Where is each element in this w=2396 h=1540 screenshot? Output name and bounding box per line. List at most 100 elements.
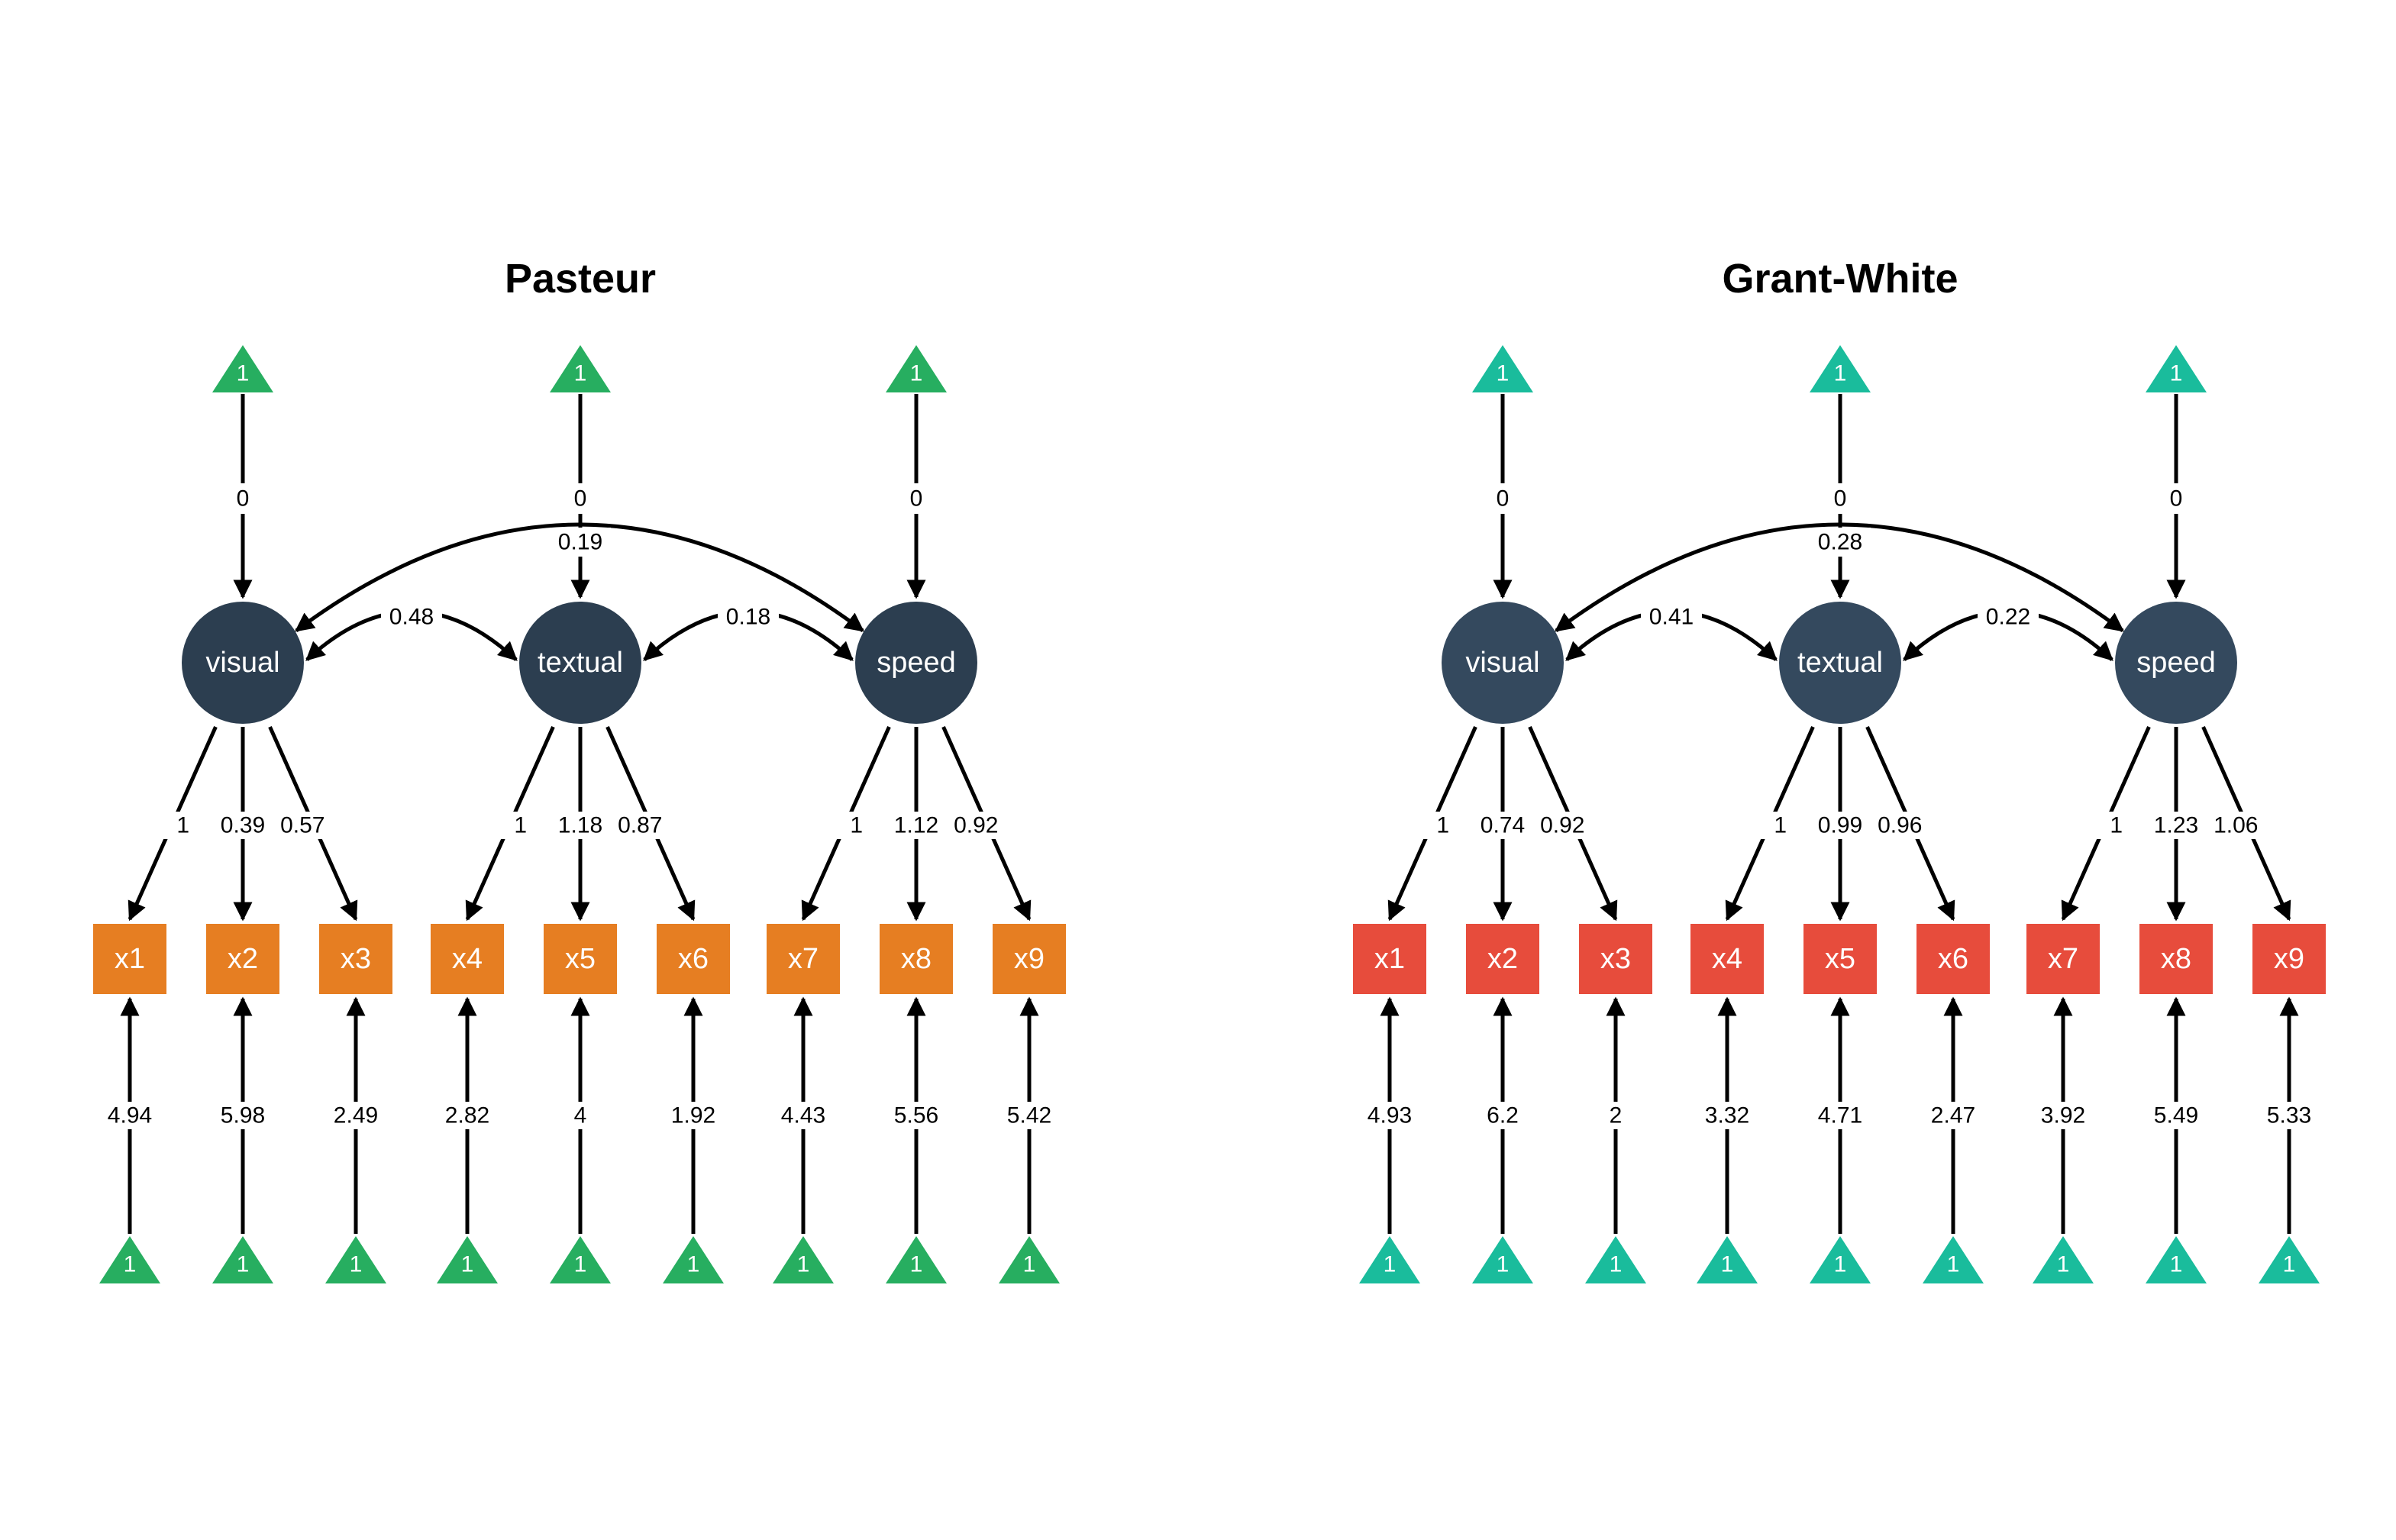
latent-intercept-speed: 1 bbox=[2146, 345, 2207, 392]
intercept-triangle-shape bbox=[886, 1236, 947, 1283]
loading-value-x4: 1 bbox=[1774, 813, 1787, 838]
latent-intercept-visual: 1 bbox=[212, 345, 273, 392]
intercept-triangle-shape bbox=[1472, 1236, 1533, 1283]
latent-node-textual: textual bbox=[519, 602, 641, 724]
edge-label-background bbox=[1825, 483, 1855, 514]
observed-intercept-x8: 1 bbox=[886, 1236, 947, 1283]
observed-node-x2: x2 bbox=[206, 924, 279, 994]
latent-intercept-speed: 1 bbox=[886, 345, 947, 392]
intercept-triangle-shape bbox=[437, 1236, 498, 1283]
edge-label-background bbox=[1002, 1102, 1057, 1129]
latent-intercept-textual: 1 bbox=[550, 345, 611, 392]
intercept-value-x2: 5.98 bbox=[221, 1103, 265, 1128]
mean-value-visual: 0 bbox=[1497, 486, 1510, 512]
observed-box bbox=[2139, 924, 2213, 994]
loading-value-x7: 1 bbox=[850, 813, 863, 838]
constant-label: 1 bbox=[1721, 1252, 1734, 1277]
edge-label-background bbox=[2161, 483, 2191, 514]
edge-label-background bbox=[553, 1102, 608, 1129]
observed-label: x2 bbox=[1487, 943, 1518, 975]
observed-label: x7 bbox=[788, 943, 819, 975]
covariance-value-textual-speed: 0.18 bbox=[726, 605, 770, 630]
edge-label-background bbox=[219, 812, 266, 839]
mean-value-speed: 0 bbox=[910, 486, 923, 512]
latent-label: textual bbox=[1797, 647, 1883, 679]
intercept-triangle-shape bbox=[1359, 1236, 1420, 1283]
loading-value-x8: 1.23 bbox=[2154, 813, 2198, 838]
observed-box bbox=[93, 924, 166, 994]
observed-intercept-x6: 1 bbox=[1923, 1236, 1984, 1283]
edge-label-background bbox=[776, 1102, 831, 1129]
loading-value-x3: 0.92 bbox=[1540, 813, 1584, 838]
edge-label-background bbox=[1876, 812, 1924, 839]
intercept-value-x5: 4 bbox=[574, 1103, 587, 1128]
latent-label: textual bbox=[538, 647, 623, 679]
edge-label-background bbox=[666, 1102, 721, 1129]
covariance-visual-speed bbox=[1554, 522, 2124, 633]
edge-label-background bbox=[1539, 812, 1587, 839]
observed-box bbox=[993, 924, 1066, 994]
loading-value-x5: 1.18 bbox=[558, 813, 602, 838]
observed-intercept-x1: 1 bbox=[1359, 1236, 1420, 1283]
latent-circle bbox=[855, 602, 977, 724]
intercept-value-x2: 6.2 bbox=[1487, 1103, 1519, 1128]
loading-value-x6: 0.87 bbox=[618, 813, 662, 838]
observed-label: x5 bbox=[565, 943, 596, 975]
latent-node-textual: textual bbox=[1779, 602, 1901, 724]
intercept-value-x8: 5.49 bbox=[2154, 1103, 2198, 1128]
observed-box bbox=[319, 924, 392, 994]
intercept-triangle-shape bbox=[1472, 345, 1533, 392]
observed-intercept-x4: 1 bbox=[437, 1236, 498, 1283]
observed-intercept-x1: 1 bbox=[99, 1236, 160, 1283]
intercept-triangle-shape bbox=[886, 345, 947, 392]
intercept-triangle-shape bbox=[2146, 1236, 2207, 1283]
loading-value-x9: 0.92 bbox=[954, 813, 998, 838]
panel-title: Pasteur bbox=[505, 256, 656, 302]
latent-node-visual: visual bbox=[182, 602, 304, 724]
constant-label: 1 bbox=[910, 361, 923, 386]
intercept-value-x4: 2.82 bbox=[445, 1103, 489, 1128]
observed-label: x3 bbox=[1600, 943, 1631, 975]
intercept-triangle-shape bbox=[325, 1236, 386, 1283]
loading-value-x1: 1 bbox=[1436, 813, 1449, 838]
edge-label-background bbox=[1479, 812, 1526, 839]
intercept-value-x3: 2.49 bbox=[334, 1103, 378, 1128]
intercept-triangle-shape bbox=[1697, 1236, 1758, 1283]
observed-node-x6: x6 bbox=[657, 924, 730, 994]
intercept-value-x6: 2.47 bbox=[1931, 1103, 1975, 1128]
edge-label-background bbox=[2262, 1102, 2317, 1129]
constant-label: 1 bbox=[461, 1252, 474, 1277]
latent-label: speed bbox=[877, 647, 956, 679]
latent-label: visual bbox=[1465, 647, 1539, 679]
loading-value-x2: 0.39 bbox=[221, 813, 265, 838]
observed-node-x4: x4 bbox=[431, 924, 504, 994]
observed-label: x1 bbox=[1374, 943, 1405, 975]
latent-node-visual: visual bbox=[1442, 602, 1564, 724]
edge-label-background bbox=[2092, 812, 2140, 839]
observed-box bbox=[880, 924, 953, 994]
constant-label: 1 bbox=[1610, 1252, 1623, 1277]
intercept-triangle-shape bbox=[1810, 1236, 1871, 1283]
observed-intercept-x5: 1 bbox=[550, 1236, 611, 1283]
observed-intercept-x7: 1 bbox=[2033, 1236, 2094, 1283]
constant-label: 1 bbox=[797, 1252, 810, 1277]
edge-label-background bbox=[550, 528, 611, 557]
observed-box bbox=[1690, 924, 1764, 994]
constant-label: 1 bbox=[2057, 1252, 2070, 1277]
intercept-triangle-shape bbox=[999, 1236, 1060, 1283]
edge-label-background bbox=[228, 483, 258, 514]
observed-intercept-x4: 1 bbox=[1697, 1236, 1758, 1283]
observed-intercept-x9: 1 bbox=[999, 1236, 1060, 1283]
edge-label-background bbox=[1700, 1102, 1755, 1129]
latent-node-speed: speed bbox=[855, 602, 977, 724]
edge-label-background bbox=[2152, 812, 2200, 839]
observed-box bbox=[1803, 924, 1877, 994]
edge-label-background bbox=[279, 812, 327, 839]
intercept-value-x3: 2 bbox=[1610, 1103, 1623, 1128]
observed-label: x3 bbox=[341, 943, 371, 975]
edge-label-background bbox=[1419, 812, 1467, 839]
covariance-value-visual-speed: 0.28 bbox=[1818, 530, 1862, 555]
intercept-triangle-shape bbox=[550, 1236, 611, 1283]
